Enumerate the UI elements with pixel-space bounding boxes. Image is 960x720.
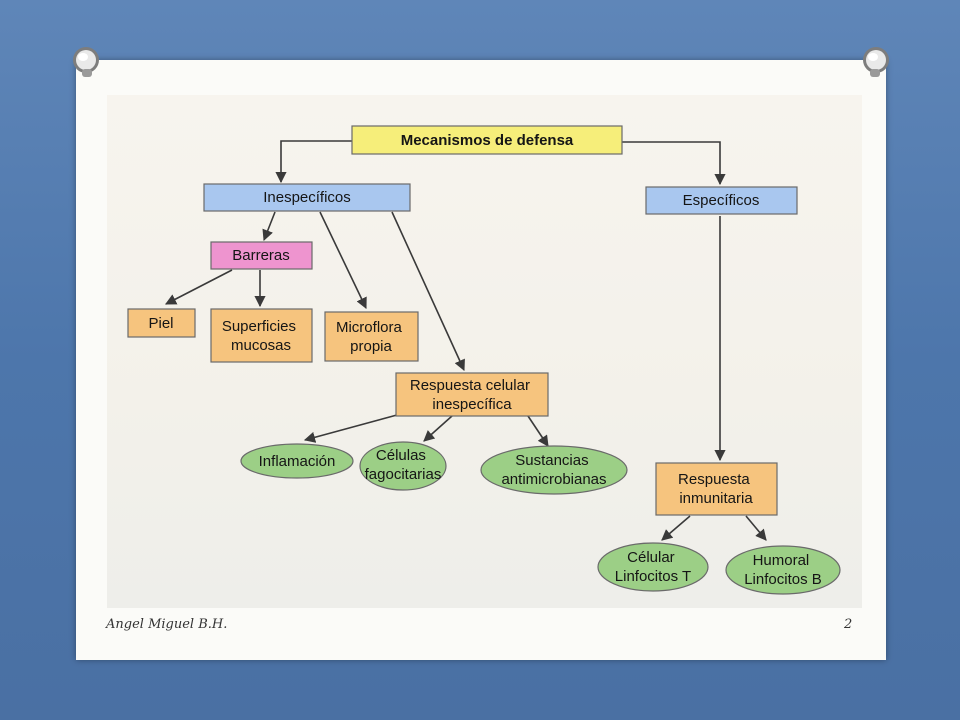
edge-inespecificos-barreras (262, 211, 276, 242)
svg-text:Barreras: Barreras (232, 247, 290, 264)
edge-root-especificos (622, 141, 726, 186)
svg-text:Mecanismos de defensa: Mecanismos de defensa (401, 132, 574, 149)
page-number: 2 (844, 617, 853, 632)
pushpin-icon-right (863, 47, 889, 77)
sustancias-node: Sustancias antimicrobianas (480, 445, 628, 495)
author-footer: Angel Miguel B.H. (106, 617, 228, 632)
edge-respuesta-inflamacion (303, 411, 409, 443)
piel-node: Piel (127, 308, 196, 338)
superficies-node: Superficies mucosas (210, 308, 313, 363)
barreras-node: Barreras (210, 241, 313, 270)
svg-text:Piel: Piel (148, 315, 173, 332)
svg-text:Respuesta inmunitaria: Respuesta inmunitaria (678, 471, 754, 507)
edge-respuesta-celulas (423, 415, 453, 442)
celular-t-node: Célular Linfocitos T (597, 542, 709, 592)
edge-root-inespecificos (275, 140, 352, 184)
root-node: Mecanismos de defensa (351, 125, 623, 155)
pushpin-icon-left (73, 47, 99, 77)
edge-inespecificos-microflora (319, 211, 367, 310)
svg-text:Respuesta celular inespe: Respuesta celular inespecífica (410, 377, 534, 413)
svg-text:Célular Linfocitos T: Célular Linfocitos T (615, 549, 691, 585)
edge-inmunitaria-humoral-b (745, 515, 767, 541)
microflora-node: Microflora propia (324, 311, 419, 362)
celulas-fagocitarias-node: Células fagocitarias (359, 441, 447, 491)
edge-barreras-piel (165, 269, 233, 305)
svg-text:Inflamación: Inflamación (259, 453, 336, 470)
edge-inespecificos-respuesta (391, 211, 465, 372)
especificos-node: Específicos (645, 186, 798, 215)
svg-text:Microflora propia: Microflora propia (336, 319, 406, 355)
svg-text:Específicos: Específicos (683, 192, 760, 209)
respuesta-celular-node: Respuesta celular inespecífica (395, 372, 549, 417)
inespecificos-node: Inespecíficos (203, 183, 411, 212)
edge-respuesta-sustancias (527, 415, 549, 447)
svg-text:Superficies mucosas: Superficies mucosas (222, 318, 300, 354)
respuesta-inmunitaria-node: Respuesta inmunitaria (655, 462, 778, 516)
svg-text:Sustancias antimicrobian: Sustancias antimicrobianas (501, 452, 606, 488)
inflamacion-node: Inflamación (240, 443, 354, 479)
humoral-b-node: Humoral Linfocitos B (725, 545, 841, 595)
svg-text:Humoral Linfocitos B: Humoral Linfocitos B (744, 552, 822, 588)
edge-inmunitaria-celular-t (661, 515, 691, 541)
svg-text:Células fagocitarias: Células fagocitarias (365, 447, 442, 483)
svg-text:Inespecíficos: Inespecíficos (263, 189, 351, 206)
